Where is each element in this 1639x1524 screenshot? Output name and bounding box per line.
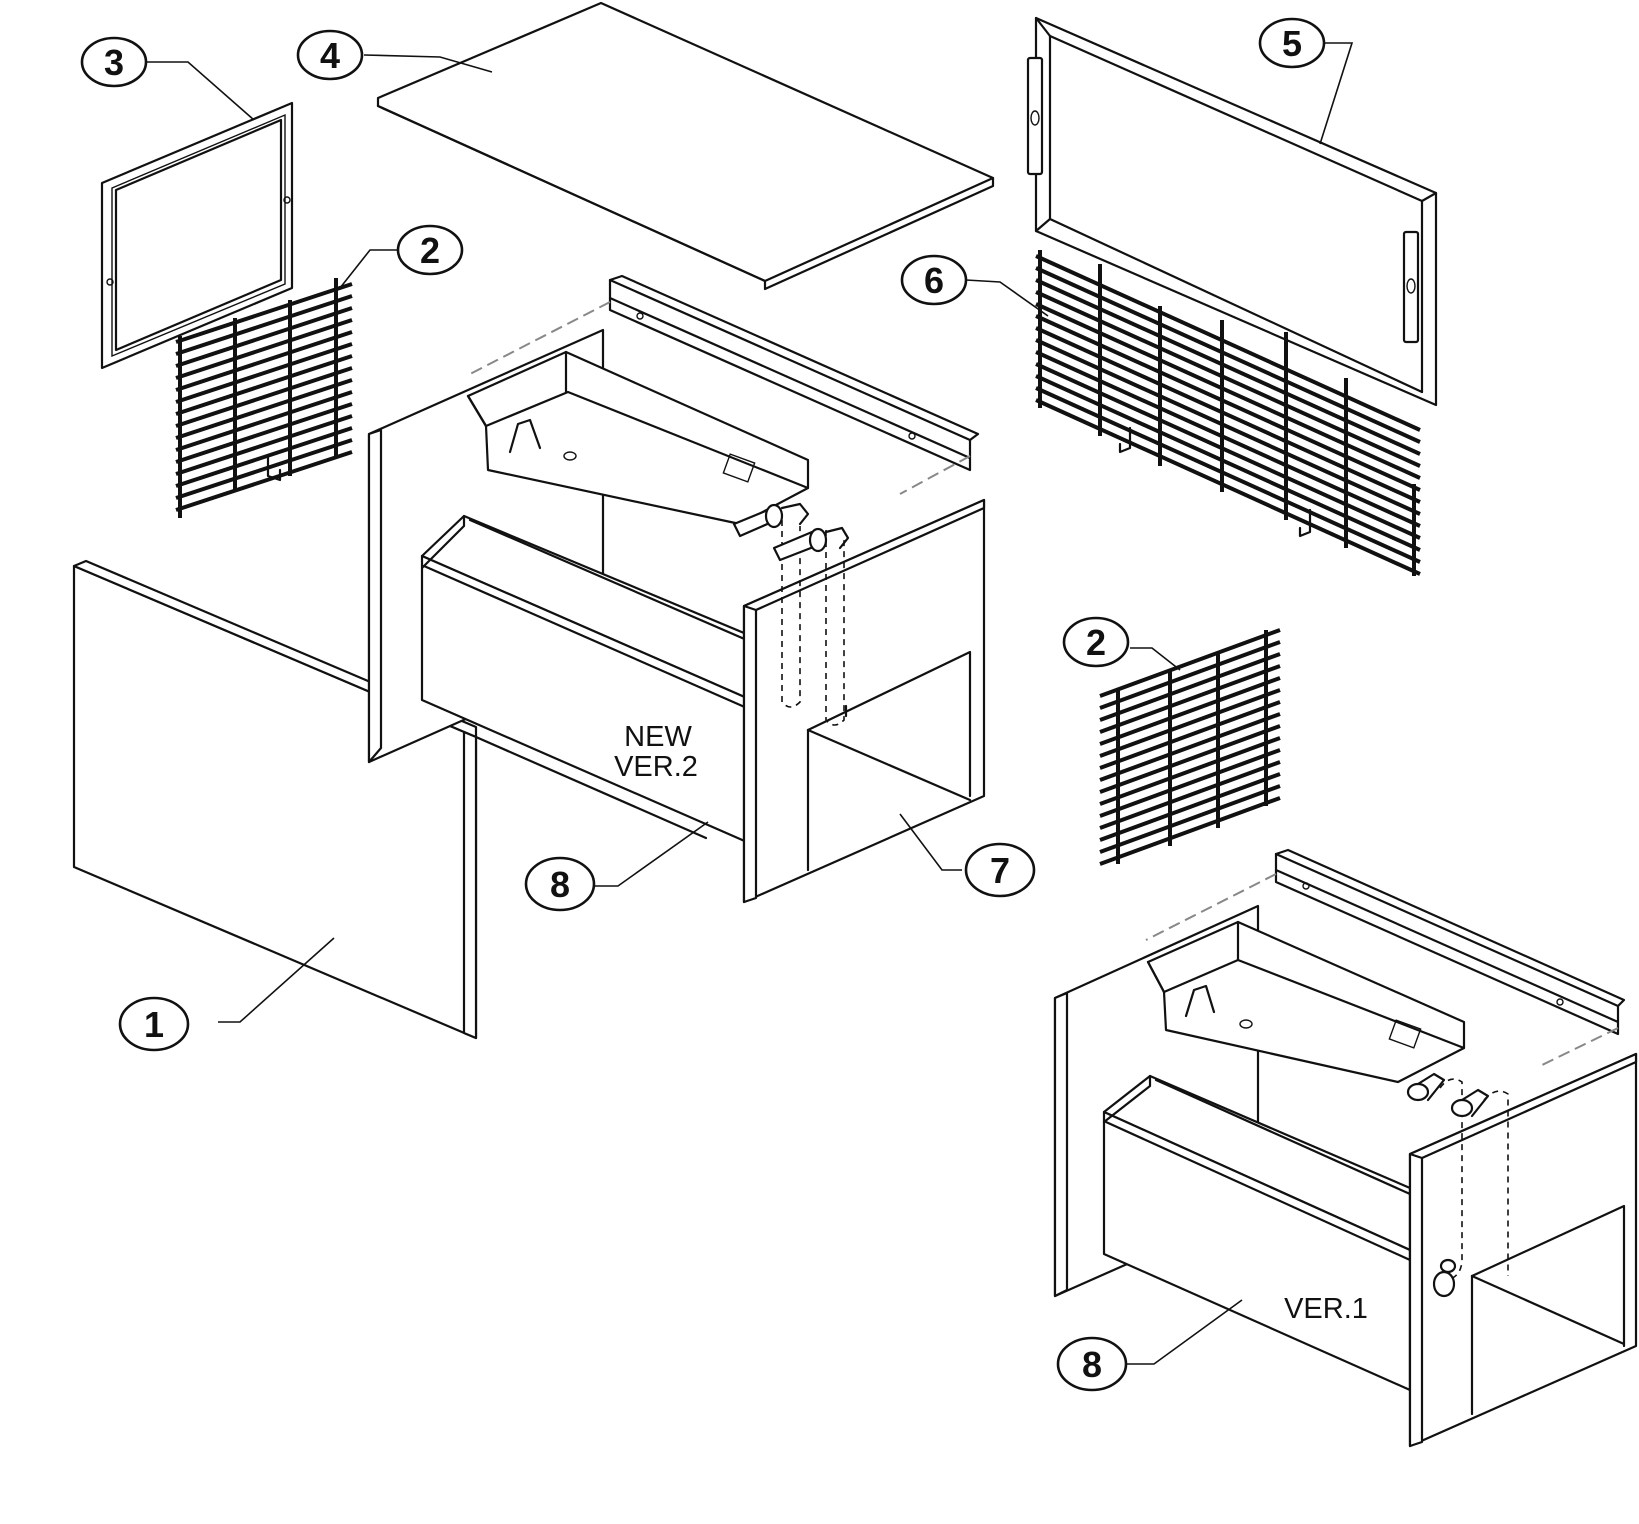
grille-right [1099,628,1281,866]
callout-2-upper: 2 [396,224,464,276]
callout-2-right-label: 2 [1086,622,1106,663]
side-door-frame [100,101,294,370]
top-panel [376,1,995,291]
callout-4: 4 [296,29,364,81]
callout-3: 3 [80,36,148,88]
callout-7: 7 [964,842,1036,898]
callout-1: 1 [118,996,190,1052]
callout-5: 5 [1258,17,1326,69]
cabinet-ver1 [1053,848,1638,1448]
caption-ver1: VER.1 [1284,1293,1368,1325]
callout-8-ver1: 8 [1056,1336,1128,1392]
caption-ver2: VER.2 [614,751,698,783]
long-grille [1035,250,1421,576]
back-door-frame [1026,16,1438,407]
callout-6-label: 6 [924,260,944,301]
caption-new: NEW [624,721,692,753]
callout-3-label: 3 [104,42,124,83]
callout-6: 6 [900,254,968,306]
callout-2-right: 2 [1062,616,1130,668]
grille-upper-left [175,278,353,518]
cabinet-new-ver2 [367,274,986,904]
callout-7-label: 7 [990,850,1010,891]
callout-8-new-label: 8 [550,864,570,905]
leader-lines [146,42,1354,1365]
drain-fittings [732,502,850,562]
callout-8-ver1-label: 8 [1082,1344,1102,1385]
drain-fittings-ver1 [1406,1072,1490,1118]
callout-8-new: 8 [524,856,596,912]
callout-5-label: 5 [1282,23,1302,64]
callout-1-label: 1 [144,1004,164,1045]
callout-4-label: 4 [320,35,340,76]
callout-2-upper-label: 2 [420,230,440,271]
